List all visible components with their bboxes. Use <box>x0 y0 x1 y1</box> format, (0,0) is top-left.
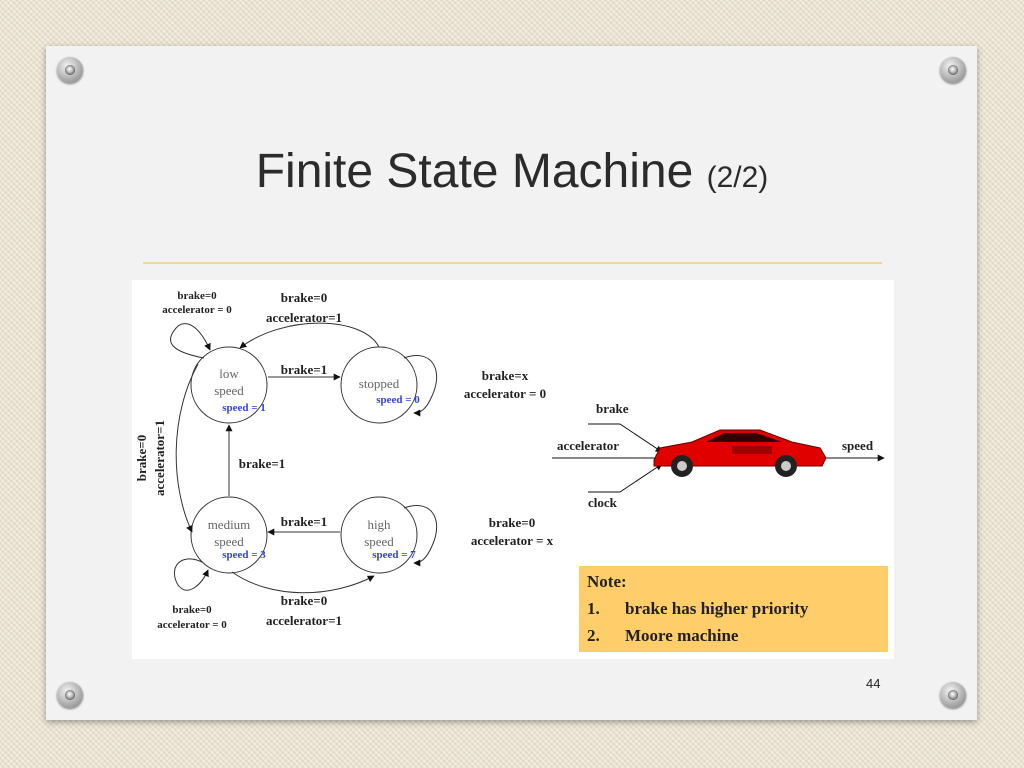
arrow-medium-self <box>173 558 209 591</box>
arrow-low-to-medium <box>175 363 199 533</box>
slide-title-suffix: (2/2) <box>706 161 769 194</box>
note-box: Note: 1. brake has higher priority 2. Moor… <box>579 566 888 652</box>
note-item-1-number: 1. <box>587 599 600 618</box>
state-medium-speed <box>190 496 268 574</box>
state-low-name-1: low <box>219 366 239 381</box>
bottom-left-rivet-icon <box>57 682 83 708</box>
label-high-to-medium: brake=1 <box>281 514 327 529</box>
state-high-name-1: high <box>367 517 391 532</box>
car-input-clock: clock <box>588 495 618 510</box>
arrow-brake-diag <box>619 423 663 453</box>
page-number: 44 <box>866 676 881 691</box>
label-medium-self-2: accelerator = 0 <box>157 619 227 631</box>
note-item-2-number: 2. <box>587 626 600 645</box>
label-high-self-2: accelerator = x <box>471 533 554 548</box>
label-medium-self-1: brake=0 <box>172 604 212 616</box>
label-low-to-stopped: brake=1 <box>281 362 327 377</box>
note-heading: Note: <box>587 572 627 591</box>
note-item-1: 1. brake has higher priority <box>587 599 808 619</box>
slide-title: Finite State Machine (2/2) <box>0 144 1024 199</box>
arrow-clock-diag <box>619 463 663 493</box>
label-stopped-to-low-1: brake=0 <box>281 290 327 305</box>
arrow-high-self <box>403 505 438 567</box>
state-low-speed <box>190 346 268 424</box>
top-right-rivet-icon <box>940 57 966 83</box>
label-stopped-to-low-2: accelerator=1 <box>266 310 342 325</box>
label-medium-to-high-1: brake=0 <box>281 593 327 608</box>
label-low-to-medium-1: brake=0 <box>134 435 149 481</box>
label-medium-to-high-2: accelerator=1 <box>266 613 342 628</box>
note-item-2: 2. Moore machine <box>587 626 738 646</box>
fsm-figure: low speed speed = 1 stopped speed = 0 me… <box>132 280 894 659</box>
arrow-medium-to-high <box>231 571 375 594</box>
state-low-name-2: speed <box>214 383 244 398</box>
car-input-brake: brake <box>596 401 629 416</box>
state-medium-name-2: speed <box>214 534 244 549</box>
arrow-stopped-self <box>403 355 438 417</box>
state-high-name-2: speed <box>364 534 394 549</box>
label-high-self-1: brake=0 <box>489 515 535 530</box>
arrow-stopped-to-low <box>239 322 380 349</box>
note-item-1-text: brake has higher priority <box>625 599 809 618</box>
label-medium-to-low: brake=1 <box>239 456 285 471</box>
top-left-rivet-icon <box>57 57 83 83</box>
state-stopped-output: speed = 0 <box>376 394 420 406</box>
fsm-diagram: low speed speed = 1 stopped speed = 0 me… <box>134 290 885 631</box>
bottom-right-rivet-icon <box>940 682 966 708</box>
label-low-self-2: accelerator = 0 <box>162 304 232 316</box>
title-divider <box>143 262 882 264</box>
car-icon <box>653 429 827 477</box>
label-low-self-1: brake=0 <box>177 290 217 302</box>
label-stopped-self-1: brake=x <box>482 368 529 383</box>
state-medium-name-1: medium <box>208 517 251 532</box>
car-input-accelerator: accelerator <box>557 438 619 453</box>
label-stopped-self-2: accelerator = 0 <box>464 386 546 401</box>
note-item-2-text: Moore machine <box>625 626 739 645</box>
slide-title-text: Finite State Machine <box>255 145 694 198</box>
state-high-speed <box>340 496 418 574</box>
state-stopped-name: stopped <box>359 376 400 391</box>
state-low-output: speed = 1 <box>222 402 266 414</box>
state-medium-output: speed = 3 <box>222 549 266 561</box>
car-output-speed: speed <box>842 438 874 453</box>
state-high-output: speed = 7 <box>372 549 416 561</box>
arrow-low-self <box>170 323 211 359</box>
label-low-to-medium-2: accelerator=1 <box>152 420 167 496</box>
